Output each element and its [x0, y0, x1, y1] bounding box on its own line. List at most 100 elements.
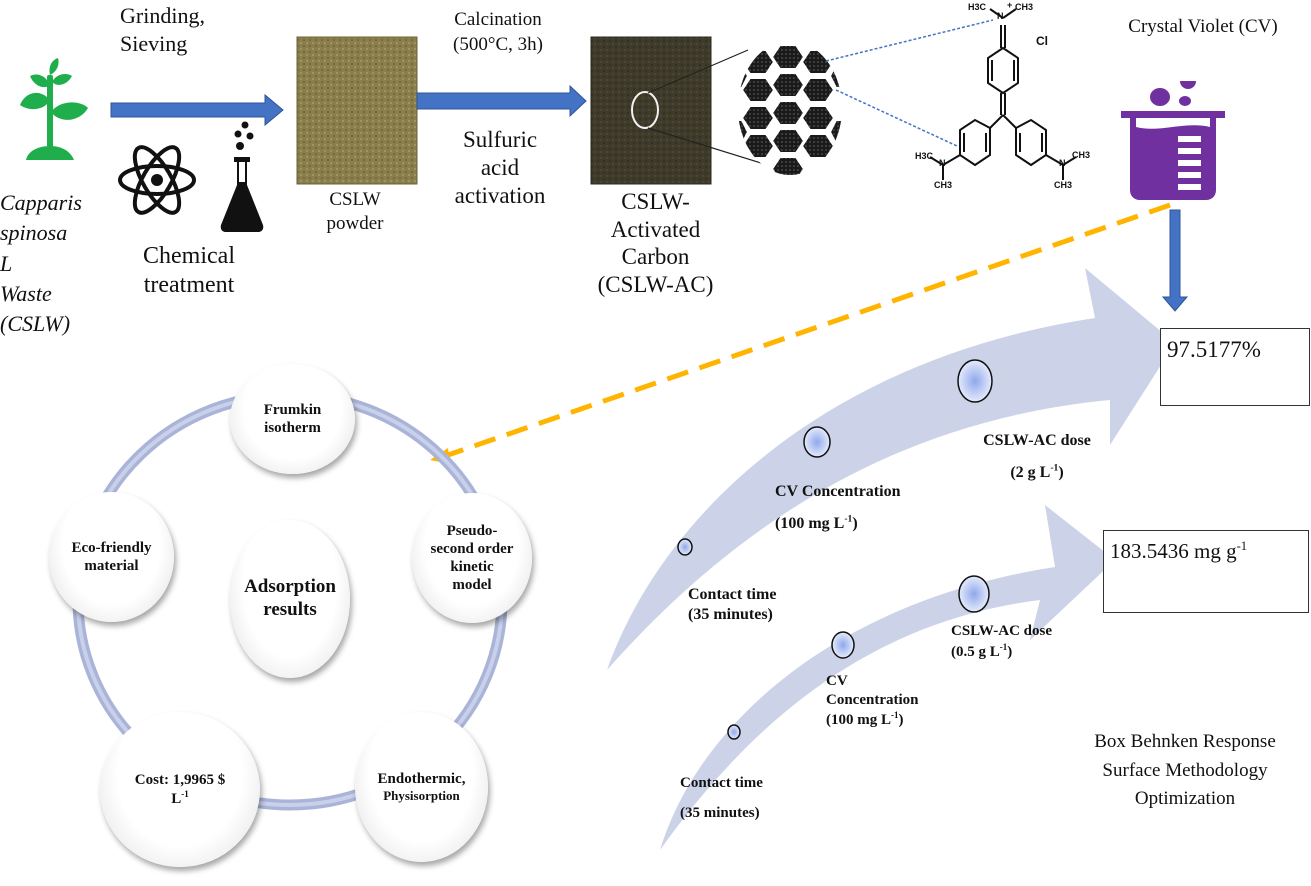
source-label-line: (CSLW) [0, 311, 71, 337]
beaker-icon [1121, 81, 1225, 200]
molecule-label-ch3-right1: CH3 [1072, 150, 1091, 160]
step1-bottom-label: Chemical treatment [124, 242, 254, 300]
porous-carbon-zoom [738, 41, 842, 175]
factor-value-exponent: -1 [999, 641, 1008, 652]
molecule-label-n-top: N [997, 11, 1004, 21]
ac-label: CSLW- Activated Carbon (CSLW-AC) [578, 188, 733, 298]
factor-value-text: (0.5 g L [951, 643, 1000, 660]
ac-label-line: CSLW- [621, 189, 690, 214]
step2-bottom-label: Sulfuric acid activation [430, 126, 570, 210]
cycle-node-endothermic: Endothermic, Physisorption [355, 712, 488, 862]
node-line: second order [430, 541, 514, 557]
factor-value-close: ) [898, 711, 904, 728]
upper-dose-label: CSLW-AC dose (2 g L-1) [962, 425, 1112, 489]
source-label-line: Waste [0, 281, 52, 307]
powder-label-line: powder [326, 212, 384, 234]
step2-top-line: (500°C, 3h) [453, 33, 543, 55]
dose-dot-upper [957, 359, 993, 403]
molecule-label-ch3-top: CH3 [1015, 2, 1034, 12]
method-label: Box Behnken Response Surface Methodology… [1060, 728, 1310, 814]
step1-bottom-line: treatment [143, 271, 235, 298]
upper-contact-time-label: Contact time (35 minutes) [688, 585, 776, 625]
powder-label: CSLW powder [300, 188, 410, 236]
factor-value-text: (100 mg L [775, 515, 845, 532]
zoom-circle [631, 91, 659, 129]
capacity-exponent: -1 [1236, 539, 1248, 553]
cost-unit-exponent: -1 [181, 789, 189, 799]
step2-bottom-line: activation [454, 183, 546, 209]
factor-value-exponent: -1 [844, 513, 853, 525]
factor-value: (35 minutes) [680, 805, 760, 821]
cycle-center-adsorption-results: Adsorption results [230, 520, 350, 678]
factor-value-text: (2 g L [1010, 464, 1051, 481]
link-dotted-top [825, 19, 994, 62]
factor-value-text: (100 mg L [826, 711, 891, 728]
node-line: isotherm [264, 420, 321, 436]
cycle-node-frumkin: Frumkin isotherm [230, 364, 355, 474]
step1-top-label: Grinding, Sieving [120, 2, 245, 57]
factor-value: (100 mg L-1) [826, 710, 919, 730]
molecule-label-n-right: N [1059, 158, 1066, 168]
factor-name: CSLW-AC dose [983, 432, 1091, 449]
molecule-label-counter-ion: Cl [1036, 34, 1048, 48]
lower-cv-concentration-label: CV Concentration (100 mg L-1) [826, 672, 919, 729]
ac-label-line: (CSLW-AC) [597, 271, 714, 297]
removal-efficiency-result: 97.5177% [1160, 328, 1310, 406]
dose-dot-lower [958, 575, 990, 613]
cv-concentration-dot-upper [803, 426, 831, 458]
molecule-label-h3c-left: H3C [915, 151, 934, 161]
method-label-line: Box Behnken Response [1094, 731, 1276, 752]
factor-value-close: ) [1058, 464, 1064, 481]
method-label-line: Optimization [1134, 788, 1236, 809]
molecule-label-ch3-right2: CH3 [1054, 180, 1073, 190]
flow-arrow-1 [110, 93, 284, 127]
zoom-line-top [647, 49, 749, 94]
plant-icon [20, 58, 88, 160]
adsorption-capacity-result: 183.5436 mg g-1 [1103, 530, 1309, 613]
node-line: L-1 [135, 789, 225, 808]
powder-label-line: CSLW [329, 189, 381, 210]
cv-concentration-dot-lower [831, 631, 855, 659]
cslw-ac-image [590, 36, 712, 185]
factor-value: (100 mg L-1) [775, 508, 900, 540]
step2-top-line: Calcination [454, 9, 542, 30]
atom-icon [118, 145, 196, 215]
node-line: Frumkin [263, 402, 322, 418]
flow-arrow-2 [416, 84, 587, 118]
flask-icon [220, 121, 264, 232]
link-dotted-bottom [835, 89, 958, 147]
center-line: Adsorption [244, 576, 336, 598]
molecule-label-charge: + [1007, 0, 1013, 10]
factor-value: (35 minutes) [688, 606, 773, 623]
factor-name: CV [826, 673, 848, 689]
contact-time-dot-upper [677, 538, 693, 556]
step1-top-line: Grinding, [120, 3, 205, 28]
capacity-value: 183.5436 mg g [1110, 539, 1237, 563]
source-label: Capparis spinosa L Waste (CSLW) [0, 188, 84, 340]
upper-curved-arrow [607, 268, 1175, 670]
step1-top-line: Sieving [120, 30, 188, 56]
factor-value-close: ) [852, 515, 858, 532]
molecule-label-h3c-top: H3C [968, 2, 987, 12]
step2-bottom-line: acid [480, 155, 520, 181]
factor-name: CSLW-AC dose [951, 623, 1052, 639]
cycle-node-eco-friendly: Eco-friendly material [49, 492, 174, 622]
factor-value-exponent: -1 [891, 709, 899, 720]
molecule-label-n-left: N [939, 158, 946, 168]
factor-name: Contact time [680, 775, 763, 791]
method-label-line: Surface Methodology [1102, 759, 1268, 781]
factor-name: CV Concentration [775, 483, 901, 500]
contact-time-dot-lower [727, 724, 741, 740]
center-line: results [263, 599, 317, 620]
node-line: Cost: 1,9965 $ [134, 772, 226, 788]
step2-top-label: Calcination (500°C, 3h) [418, 8, 578, 57]
cycle-node-cost: Cost: 1,9965 $ L-1 [100, 712, 260, 867]
source-label-line: spinosa L [0, 220, 68, 276]
cycle-node-kinetic-model: Pseudo- second order kinetic model [412, 493, 532, 623]
node-line: kinetic [450, 559, 494, 575]
factor-name: Contact time [688, 586, 777, 603]
node-line: Pseudo- [446, 523, 498, 539]
node-line: model [452, 577, 492, 593]
factor-name: Concentration [826, 691, 919, 708]
